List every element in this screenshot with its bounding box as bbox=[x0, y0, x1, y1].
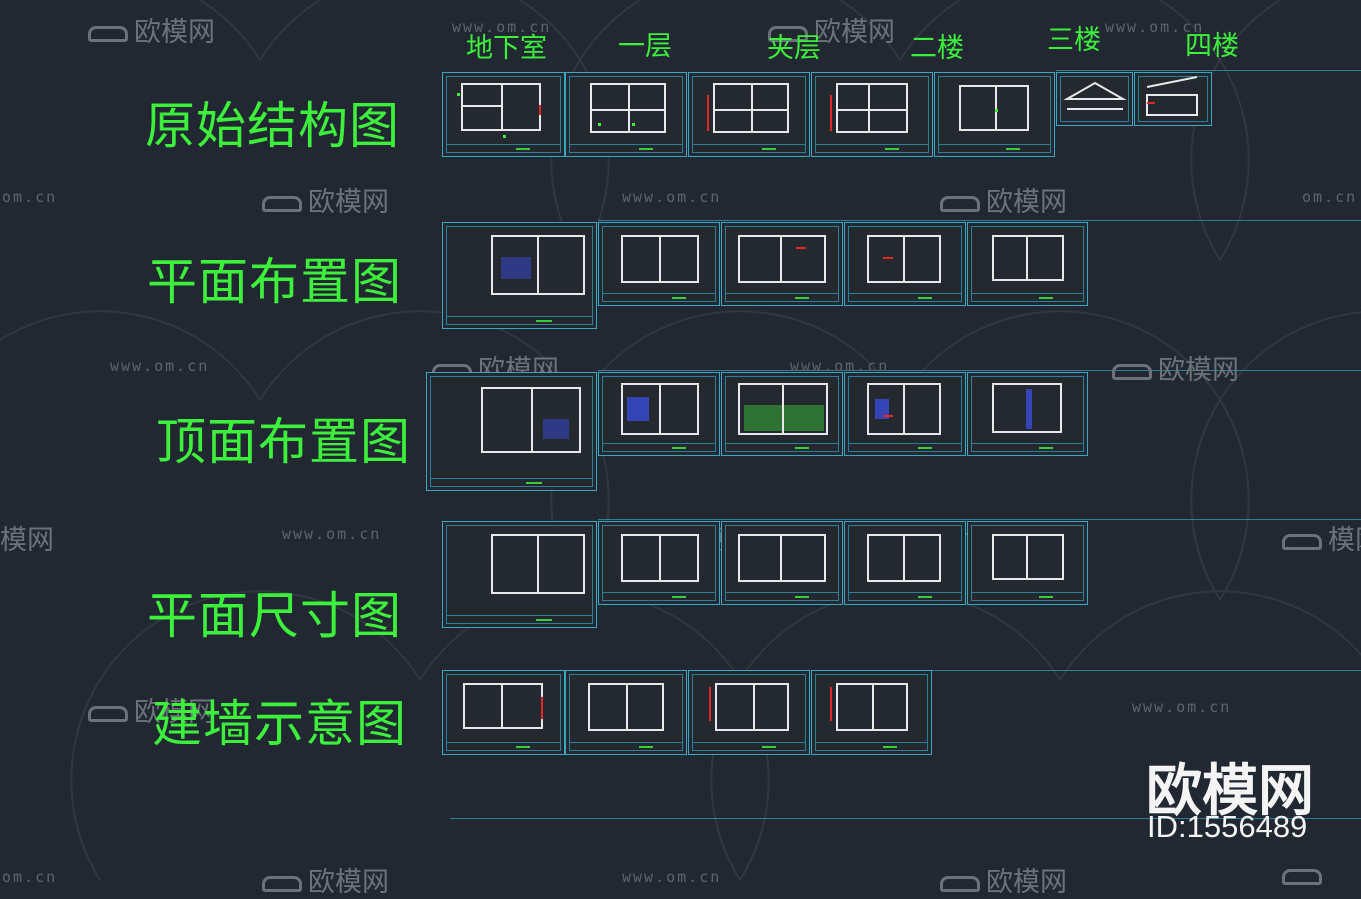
drawing-sheet[interactable] bbox=[844, 372, 966, 456]
drawing-sheet[interactable] bbox=[598, 222, 720, 306]
drawing-sheet[interactable] bbox=[721, 521, 843, 605]
row-label-original-structure: 原始结构图 bbox=[145, 97, 400, 155]
drawing-sheet[interactable] bbox=[811, 670, 932, 755]
watermark-logo: 欧模网 bbox=[262, 860, 389, 899]
watermark-logo: 欧模网 bbox=[88, 690, 215, 729]
model-id-label: ID:1556489 bbox=[1147, 809, 1308, 844]
watermark-logo: 欧模网 bbox=[1112, 348, 1239, 387]
watermark-logo bbox=[1282, 860, 1328, 891]
drawing-sheet[interactable] bbox=[844, 222, 966, 306]
row-label-wall-construction: 建墙示意图 bbox=[152, 695, 407, 753]
watermark-url: www.om.cn bbox=[1105, 18, 1205, 36]
floor-label-mezzanine: 夹层 bbox=[767, 33, 821, 64]
drawing-sheet[interactable] bbox=[721, 222, 843, 306]
floor-label-basement: 地下室 bbox=[466, 33, 547, 64]
row-label-floor-layout: 平面布置图 bbox=[147, 253, 402, 311]
watermark-logo: 模网 bbox=[0, 525, 54, 556]
drawing-sheet[interactable] bbox=[1134, 72, 1212, 126]
drawing-sheet[interactable] bbox=[967, 222, 1088, 306]
floor-label-third: 三楼 bbox=[1047, 25, 1101, 56]
watermark-url: www.om.cn bbox=[622, 868, 722, 886]
guide-line bbox=[598, 370, 1361, 371]
watermark-url: om.cn bbox=[2, 868, 58, 886]
watermark-url: www.om.cn bbox=[790, 357, 890, 375]
guide-line bbox=[598, 519, 1361, 520]
brand-logo: 欧模网 bbox=[1146, 759, 1314, 824]
watermark-url: www.om.cn bbox=[452, 18, 552, 36]
drawing-sheet[interactable] bbox=[426, 372, 597, 491]
drawing-sheet[interactable] bbox=[688, 72, 810, 157]
row-label-ceiling-layout: 顶面布置图 bbox=[156, 413, 411, 471]
floor-label-first: 一层 bbox=[618, 31, 672, 62]
drawing-sheet[interactable] bbox=[565, 72, 687, 157]
guide-line bbox=[598, 220, 1361, 221]
watermark-url: om.cn bbox=[2, 188, 58, 206]
drawing-sheet[interactable] bbox=[1056, 72, 1133, 126]
watermark-logo: 欧模网 bbox=[768, 10, 895, 49]
floor-label-fourth: 四楼 bbox=[1185, 31, 1239, 62]
drawing-sheet[interactable] bbox=[721, 372, 843, 456]
guide-line bbox=[932, 670, 1361, 671]
drawing-sheet[interactable] bbox=[598, 521, 720, 605]
watermark-url: www.om.cn bbox=[1132, 698, 1232, 716]
drawing-sheet[interactable] bbox=[688, 670, 810, 755]
drawing-sheet[interactable] bbox=[442, 72, 565, 157]
guide-line bbox=[450, 818, 1361, 819]
watermark-url: www.om.cn bbox=[282, 525, 382, 543]
watermark-logo: 欧模网 bbox=[940, 180, 1067, 219]
drawing-sheet[interactable] bbox=[967, 521, 1088, 605]
drawing-sheet[interactable] bbox=[442, 521, 597, 628]
guide-line bbox=[1056, 70, 1361, 71]
drawing-sheet[interactable] bbox=[811, 72, 933, 157]
drawing-sheet[interactable] bbox=[565, 670, 687, 755]
drawing-sheet[interactable] bbox=[442, 670, 565, 755]
drawing-sheet[interactable] bbox=[934, 72, 1055, 157]
floor-label-second: 二楼 bbox=[910, 33, 964, 64]
drawing-sheet[interactable] bbox=[442, 222, 597, 329]
drawing-sheet[interactable] bbox=[967, 372, 1088, 456]
row-label-floor-dimensions: 平面尺寸图 bbox=[147, 587, 402, 645]
watermark-logo: 欧模网 bbox=[262, 180, 389, 219]
drawing-sheet[interactable] bbox=[844, 521, 966, 605]
watermark-url: www.om.cn bbox=[110, 357, 210, 375]
drawing-sheet[interactable] bbox=[598, 372, 720, 456]
watermark-url: www.om.cn bbox=[622, 188, 722, 206]
watermark-logo: 模网 bbox=[1282, 518, 1361, 557]
watermark-url: om.cn bbox=[1302, 188, 1358, 206]
watermark-logo: 欧模网 bbox=[940, 860, 1067, 899]
watermark-logo: 欧模网 bbox=[88, 10, 215, 49]
